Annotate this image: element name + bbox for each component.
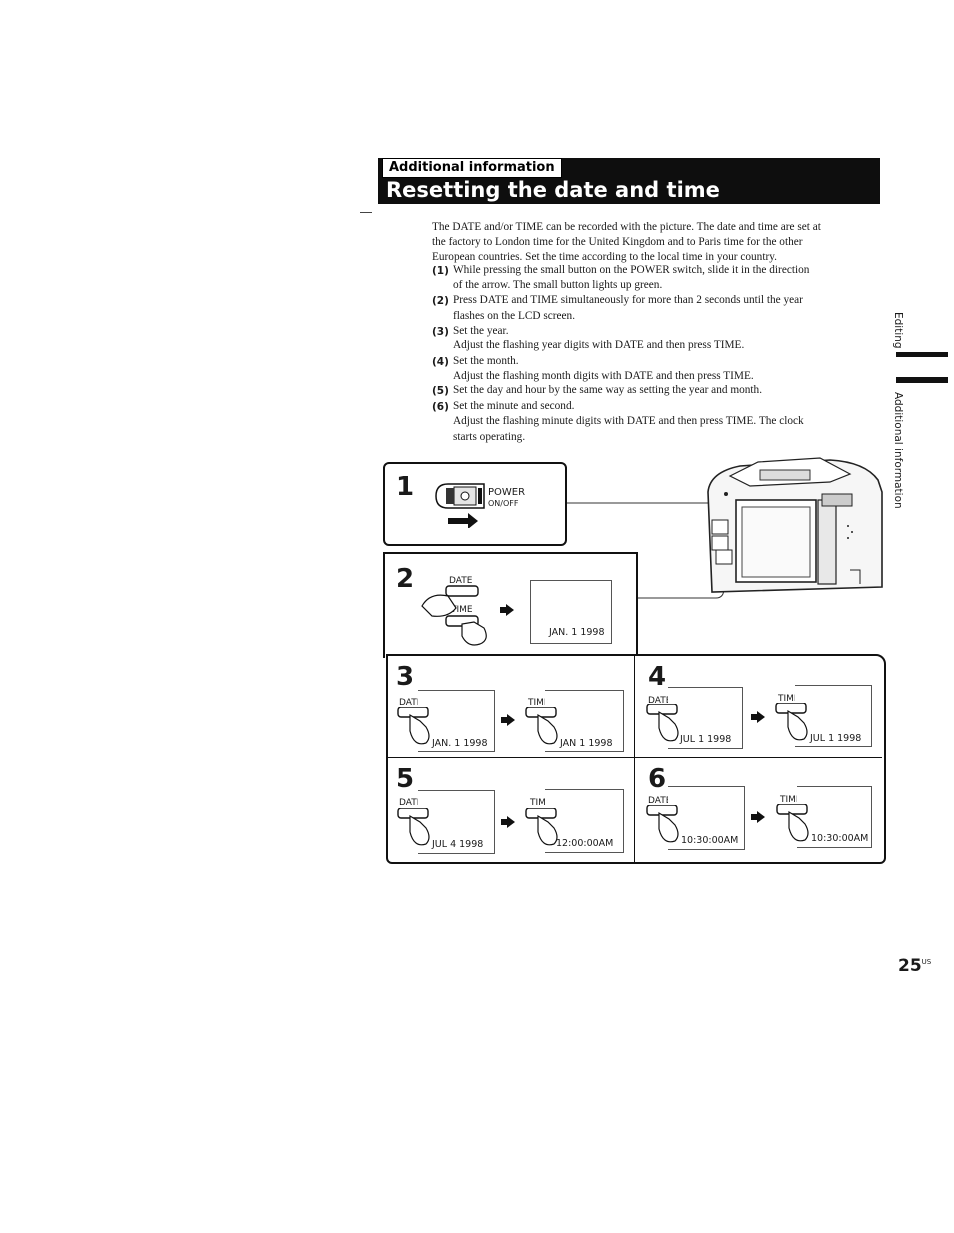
arrow-right-icon [751, 711, 765, 723]
lcd-screen [418, 690, 495, 752]
step-text: flashes on the LCD screen. [453, 310, 576, 322]
hand-press-icon [397, 707, 430, 745]
hand-press-icon [397, 808, 430, 846]
lcd-readout: JUL 4 1998 [432, 839, 484, 850]
hand-press-icon [646, 805, 679, 843]
page-number-suffix: US [921, 958, 932, 966]
hand-press-icon [525, 707, 558, 745]
lcd-readout: 12:00:00AM [556, 838, 614, 849]
hand-press-icon [525, 808, 558, 846]
lcd-readout: 10:30:00AM [681, 835, 739, 846]
time-button-label: TIME [530, 798, 552, 808]
step-number: (2) [432, 295, 449, 307]
grid-divider-vertical [634, 654, 635, 862]
lcd-screen [795, 685, 872, 747]
panel-step-number: 1 [396, 472, 415, 502]
arrow-right-icon [751, 811, 765, 823]
arrow-right-icon [500, 604, 514, 616]
lcd-screen [668, 786, 745, 850]
time-button-label: TIME [778, 694, 800, 704]
hand-press-icon [646, 704, 679, 742]
lcd-screen [530, 580, 612, 644]
lcd-screen [545, 789, 624, 853]
intro-line: European countries. Set the time accordi… [432, 251, 777, 263]
step-number: (1) [432, 265, 449, 277]
lcd-screen [418, 790, 495, 854]
side-tab-additional-information: Additional information [892, 392, 904, 509]
step-number: (4) [432, 356, 449, 368]
lcd-screen [545, 690, 624, 752]
step-number: (6) [432, 401, 449, 413]
step-text: Set the minute and second. [453, 400, 575, 412]
intro-line: The DATE and/or TIME can be recorded wit… [432, 221, 821, 233]
page-title: Resetting the date and time [386, 178, 720, 202]
step-text: of the arrow. The small button lights up… [453, 279, 663, 291]
arrow-right-icon [501, 816, 515, 828]
step-text: Set the month. [453, 355, 519, 367]
power-label: POWER [488, 487, 526, 498]
time-button-label: TIME [528, 698, 550, 708]
panel-step-number: 3 [396, 662, 415, 692]
lcd-readout: JUL 1 1998 [810, 733, 862, 744]
date-button-label: DATE [399, 798, 423, 808]
lcd-readout: JAN 1 1998 [560, 738, 613, 749]
panel-step-number: 6 [648, 764, 667, 794]
intro-line: the factory to London time for the Unite… [432, 236, 803, 248]
camera-illustration [707, 457, 883, 593]
step-text: Adjust the flashing year digits with DAT… [453, 339, 745, 351]
step-text: Adjust the flashing minute digits with D… [453, 415, 804, 427]
time-button-label: TIME [780, 795, 802, 805]
step-text: While pressing the small button on the P… [453, 264, 810, 276]
onoff-label: ON/OFF [488, 499, 519, 508]
step-text: Adjust the flashing month digits with DA… [453, 370, 754, 382]
page-number-value: 25 [898, 956, 922, 976]
lcd-readout: JAN. 1 1998 [432, 738, 488, 749]
time-button-label: TIME [451, 605, 473, 615]
arrow-marker-icon [360, 212, 372, 213]
lcd-screen [797, 786, 872, 848]
date-button-label: DATE [449, 576, 473, 586]
lcd-readout: JUL 1 1998 [680, 734, 732, 745]
date-button-label: DATE [648, 696, 672, 706]
lcd-screen [668, 687, 743, 749]
step-text: Set the year. [453, 325, 509, 337]
side-tab-bar [896, 352, 948, 357]
date-button-label: DATE [648, 796, 672, 806]
panel-step-number: 4 [648, 662, 667, 692]
side-tab-editing: Editing [892, 312, 904, 349]
lcd-readout: 10:30:00AM [811, 833, 869, 844]
hand-press-icon [421, 585, 487, 646]
date-button-label: DATE [399, 698, 423, 708]
step-text: starts operating. [453, 431, 526, 443]
step-number: (3) [432, 326, 449, 338]
section-label: Additional information [382, 158, 562, 178]
page-number: 25US [898, 956, 931, 976]
lcd-readout: JAN. 1 1998 [549, 627, 605, 638]
power-switch-icon [435, 483, 485, 528]
arrow-right-icon [501, 714, 515, 726]
hand-press-icon [776, 804, 809, 842]
side-tab-bar [896, 377, 948, 383]
step-text: Set the day and hour by the same way as … [453, 384, 763, 396]
step-number: (5) [432, 385, 449, 397]
hand-press-icon [775, 703, 808, 741]
grid-divider-horizontal [388, 757, 882, 758]
panel-step-number: 2 [396, 564, 415, 594]
step-text: Press DATE and TIME simultaneously for m… [453, 294, 803, 306]
panel-step-number: 5 [396, 764, 415, 794]
